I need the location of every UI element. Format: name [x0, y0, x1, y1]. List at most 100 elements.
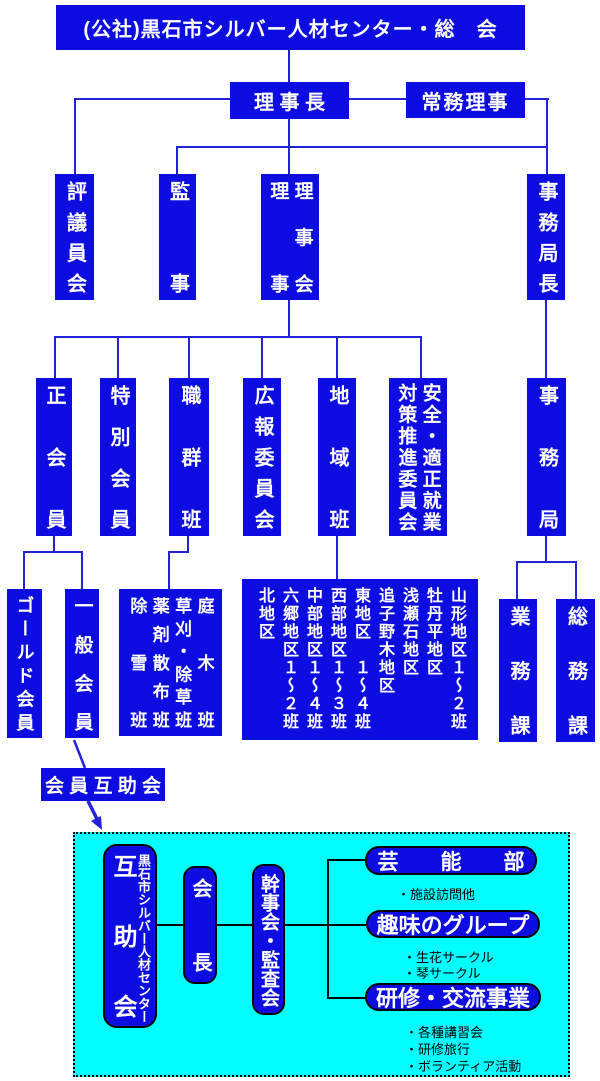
mutual-aid-society-box: 互助会 黒石市シルバー人材センター [103, 844, 157, 1028]
auditors-label: 監事 [166, 181, 189, 293]
general-assembly-label: (公社)黒石市シルバー人材センター・総 会 [83, 19, 498, 41]
work-team-label: 庭木班 [194, 597, 214, 728]
connector-line [168, 551, 170, 589]
district-label: 浅瀬石地区 [400, 587, 417, 677]
auditors-box: 監事 [159, 174, 196, 300]
performing-arts-box: 芸 能 部 [365, 846, 537, 875]
connector-line [327, 859, 366, 861]
district-label: 追子野木地区 [376, 587, 393, 695]
arrow-connector-line [86, 800, 99, 820]
diagonal-connector-line [72, 739, 87, 769]
regular-members-label: 正会員 [43, 385, 65, 529]
secretariat-label: 事務局 [535, 385, 558, 529]
district-label: 六郷地区１〜２班 [280, 587, 297, 731]
job-group-team-box: 職群班 [169, 378, 209, 536]
connector-line [54, 336, 422, 338]
work-team-label: 草刈・除草班 [172, 597, 192, 728]
general-members-box: 一般会員 [65, 589, 99, 738]
connector-line [327, 859, 329, 999]
training-exchange-item: ・各種講習会 [405, 1025, 484, 1040]
job-group-team-label: 職群班 [178, 385, 200, 529]
gold-members-box: ゴールド会員 [7, 589, 42, 738]
district-label: 中部地区１〜４班 [304, 587, 321, 731]
chairman-box: 理 事 長 [230, 82, 349, 119]
connector-line [545, 300, 547, 378]
regular-members-box: 正会員 [36, 378, 72, 536]
business-section-box: 業務課 [499, 599, 537, 742]
district-team-box: 地域班 [318, 378, 356, 536]
connector-line [420, 336, 422, 378]
connector-line [288, 300, 290, 337]
connector-line [23, 551, 25, 589]
connector-line [516, 561, 518, 599]
training-exchange-item: ・研修旅行 [405, 1042, 471, 1057]
hobby-group-label: 趣味のグループ [376, 913, 530, 938]
councilors-label: 評議員会 [63, 181, 86, 293]
connector-line [117, 336, 119, 378]
district-label: 山形地区１〜２班 [448, 587, 465, 731]
board-label-right: 理事会 [291, 181, 313, 293]
districts-box: 山形地区１〜２班 牡丹平地区 浅瀬石地区 追子野木地区 東地区 １〜４班 西部地… [242, 579, 478, 740]
managing-director-label: 常務理事 [421, 91, 510, 114]
secretary-general-label: 事務局長 [535, 181, 557, 293]
connector-line [74, 98, 76, 174]
connector-line [188, 336, 190, 378]
mutual-aid-secretariat-box: 幹事会・監査会 [252, 864, 285, 1015]
connector-line [168, 551, 189, 553]
district-label: 北地区 [256, 587, 273, 641]
work-teams-box: 庭木班 草刈・除草班 薬剤散布班 除雪班 [119, 589, 222, 736]
district-team-label: 地域班 [326, 385, 348, 529]
board-box: 理事会 理事 [261, 174, 319, 300]
district-label: 東地区 １〜４班 [352, 587, 369, 731]
connector-line [53, 536, 55, 553]
connector-line [81, 551, 83, 589]
secretariat-box: 事務局 [527, 378, 566, 536]
business-section-label: 業務課 [507, 606, 529, 735]
connector-line [288, 50, 290, 83]
general-affairs-section-box: 総務課 [556, 599, 595, 742]
safety-committee-label-right: 安全・適正就業 [419, 383, 441, 531]
training-exchange-box: 研修・交流事業 [365, 983, 541, 1011]
mutual-aid-secretariat-label: 幹事会・監査会 [258, 874, 279, 1007]
training-exchange-item: ・ボランティア活動 [405, 1059, 522, 1074]
training-exchange-label: 研修・交流事業 [375, 986, 530, 1011]
connector-line [327, 997, 366, 999]
general-members-label: 一般会員 [71, 596, 93, 731]
connector-line [261, 336, 263, 378]
safety-committee-label-left: 対策推進委員会 [395, 383, 417, 531]
arrow-icon [91, 816, 102, 830]
connector-line [23, 551, 83, 553]
connector-line [545, 536, 547, 563]
safety-committee-box: 安全・適正就業 対策推進委員会 [389, 378, 447, 536]
connector-line [546, 98, 548, 174]
connector-line [176, 146, 178, 174]
mutual-aid-society-label: 互助会 [109, 854, 136, 1018]
hobby-group-item: ・生花サークル [403, 950, 494, 965]
hobby-group-item: ・琴サークル [403, 966, 481, 981]
hobby-group-box: 趣味のグループ [366, 910, 540, 938]
connector-line [575, 561, 577, 599]
connector-line [516, 561, 577, 563]
mutual-aid-link-label: 会 員 互 助 会 [44, 776, 162, 797]
performing-arts-label: 芸 能 部 [377, 850, 525, 874]
district-label: 西部地区１〜３班 [328, 587, 345, 731]
district-label: 牡丹平地区 [424, 587, 441, 677]
connector-line [187, 536, 189, 553]
special-members-label: 特別会員 [107, 385, 129, 529]
connector-line [336, 336, 338, 378]
connector-line [54, 336, 56, 378]
general-assembly-box: (公社)黒石市シルバー人材センター・総 会 [56, 5, 525, 50]
work-team-label: 薬剤散布班 [149, 597, 169, 728]
secretary-general-box: 事務局長 [527, 174, 565, 300]
councilors-box: 評議員会 [55, 174, 94, 300]
mutual-aid-link-box: 会 員 互 助 会 [41, 768, 165, 801]
mutual-aid-chairman-box: 会長 [183, 866, 217, 984]
connector-line [336, 536, 338, 579]
chairman-label: 理 事 長 [253, 92, 326, 114]
performing-arts-item: ・施設訪問他 [397, 887, 476, 902]
mutual-aid-society-sublabel: 黒石市シルバー人材センター [136, 854, 151, 1023]
mutual-aid-chairman-label: 会長 [189, 878, 211, 972]
special-members-box: 特別会員 [100, 378, 136, 536]
general-affairs-section-label: 総務課 [564, 606, 587, 735]
